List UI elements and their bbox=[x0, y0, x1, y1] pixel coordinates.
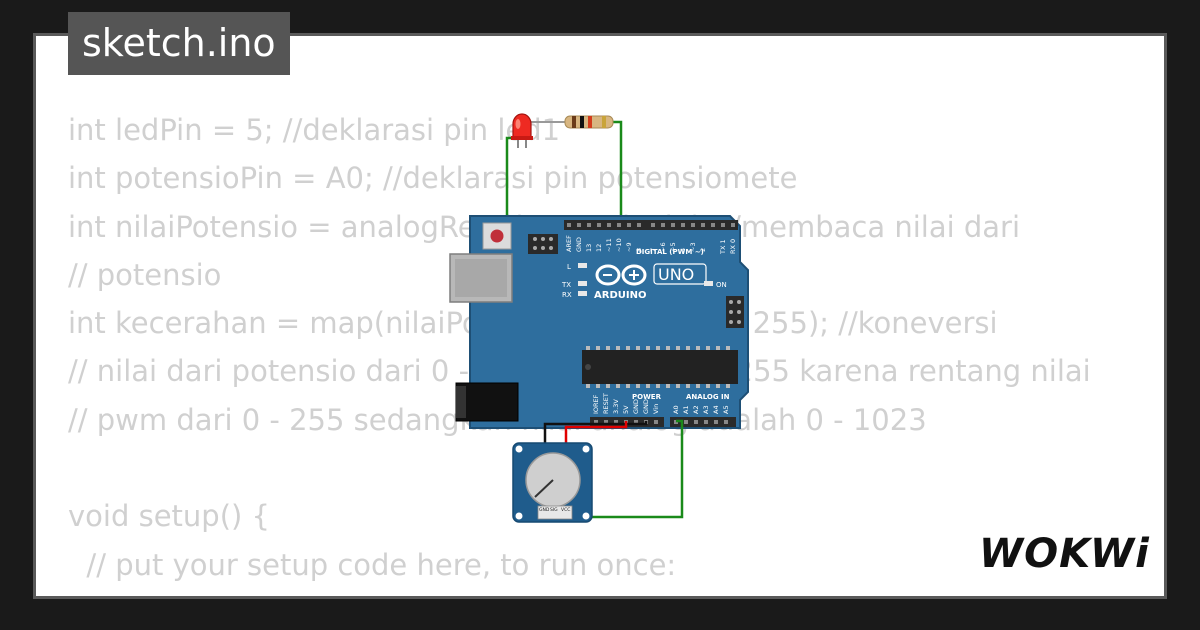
pin-label: A0 bbox=[672, 405, 680, 414]
analog-header[interactable] bbox=[670, 417, 736, 427]
pin-label: A4 bbox=[712, 405, 720, 414]
pin-label: A1 bbox=[682, 405, 690, 414]
icsp-header-right bbox=[726, 296, 744, 328]
pin-label: GND bbox=[642, 399, 650, 414]
resistor[interactable] bbox=[528, 115, 614, 129]
l-led bbox=[578, 263, 587, 268]
pin-label: A2 bbox=[692, 405, 700, 414]
pin-label: ~3 bbox=[689, 242, 697, 252]
pin-label: Vin bbox=[652, 404, 660, 414]
pin-label: TX 1 bbox=[719, 239, 727, 255]
model-label: UNO bbox=[658, 265, 694, 284]
code-line: int potensioPin = A0; //deklarasi pin po… bbox=[68, 161, 798, 196]
pot-pin-label: VCC bbox=[561, 507, 570, 513]
code-line: // potensio bbox=[68, 257, 222, 292]
analog-header-label: ANALOG IN bbox=[686, 393, 730, 401]
pin-label: ~11 bbox=[605, 238, 613, 252]
arduino-uno-board[interactable]: AREF GND 13 12 ~11 ~10 ~9 8 7 ~6 ~5 4 ~3… bbox=[449, 215, 749, 429]
pin-label: 4 bbox=[679, 248, 687, 252]
pin-label: RESET bbox=[602, 393, 610, 414]
pin-label: AREF bbox=[565, 235, 573, 252]
potentiometer[interactable]: GND SIG VCC bbox=[512, 442, 593, 523]
code-line: // pwm dari 0 - 255 sedangkan nilai anal… bbox=[68, 402, 927, 437]
digital-header-pins bbox=[567, 223, 735, 227]
icsp-header-top bbox=[528, 234, 558, 254]
brand-label: ARDUINO bbox=[594, 290, 646, 301]
code-line: void setup() { bbox=[68, 499, 270, 534]
atmega-chip bbox=[582, 346, 738, 388]
tx-led-label: TX bbox=[561, 281, 571, 289]
pin-label: GND bbox=[575, 237, 583, 252]
pin-label: ~9 bbox=[625, 242, 633, 252]
on-led bbox=[704, 281, 713, 286]
pin-label: 2 bbox=[699, 248, 707, 252]
pin-label: 12 bbox=[595, 244, 603, 252]
pin-label: ~10 bbox=[615, 238, 623, 252]
l-led-label: L bbox=[567, 263, 571, 271]
pin-label: RX 0 bbox=[729, 239, 737, 254]
digital-header-label: DIGITAL (PWM ~) bbox=[636, 248, 704, 256]
knob-indicator bbox=[534, 479, 554, 498]
led-red[interactable] bbox=[511, 113, 533, 148]
file-name-tab[interactable]: sketch.ino bbox=[68, 12, 290, 75]
pin-label: 5V bbox=[622, 405, 630, 414]
pin-label: GND bbox=[632, 399, 640, 414]
code-line: int ledPin = 5; //deklarasi pin led1 bbox=[68, 113, 561, 147]
pot-pin-label: SIG bbox=[550, 507, 558, 513]
pin-label: 13 bbox=[585, 244, 593, 252]
pot-pin-label: GND bbox=[539, 507, 550, 513]
pin-label: 3.3V bbox=[612, 399, 620, 414]
pin-label: A3 bbox=[702, 405, 710, 414]
on-led-label: ON bbox=[716, 281, 727, 289]
pin-label: 7 bbox=[649, 248, 657, 252]
power-jack[interactable] bbox=[455, 382, 519, 422]
power-header-label: POWER bbox=[632, 393, 662, 401]
code-line: // put your setup code here, to run once… bbox=[68, 547, 677, 582]
pin-label: ~6 bbox=[659, 242, 667, 252]
wokwi-logo-icon: WOKWi bbox=[979, 531, 1150, 577]
arduino-logo-icon bbox=[595, 264, 647, 286]
code-line: pinMode(ledPin, OUTPUT); //inisialisasi … bbox=[68, 589, 1091, 597]
pin-label: 8 bbox=[635, 248, 643, 252]
tx-led bbox=[578, 281, 587, 286]
pin-label: IOREF bbox=[592, 394, 600, 414]
rx-led-label: RX bbox=[562, 291, 572, 299]
svg-text:WOKWi: WOKWi bbox=[979, 531, 1150, 577]
pin-label: A5 bbox=[722, 405, 730, 414]
rx-led bbox=[578, 291, 587, 296]
pin-label: ~5 bbox=[669, 242, 677, 252]
